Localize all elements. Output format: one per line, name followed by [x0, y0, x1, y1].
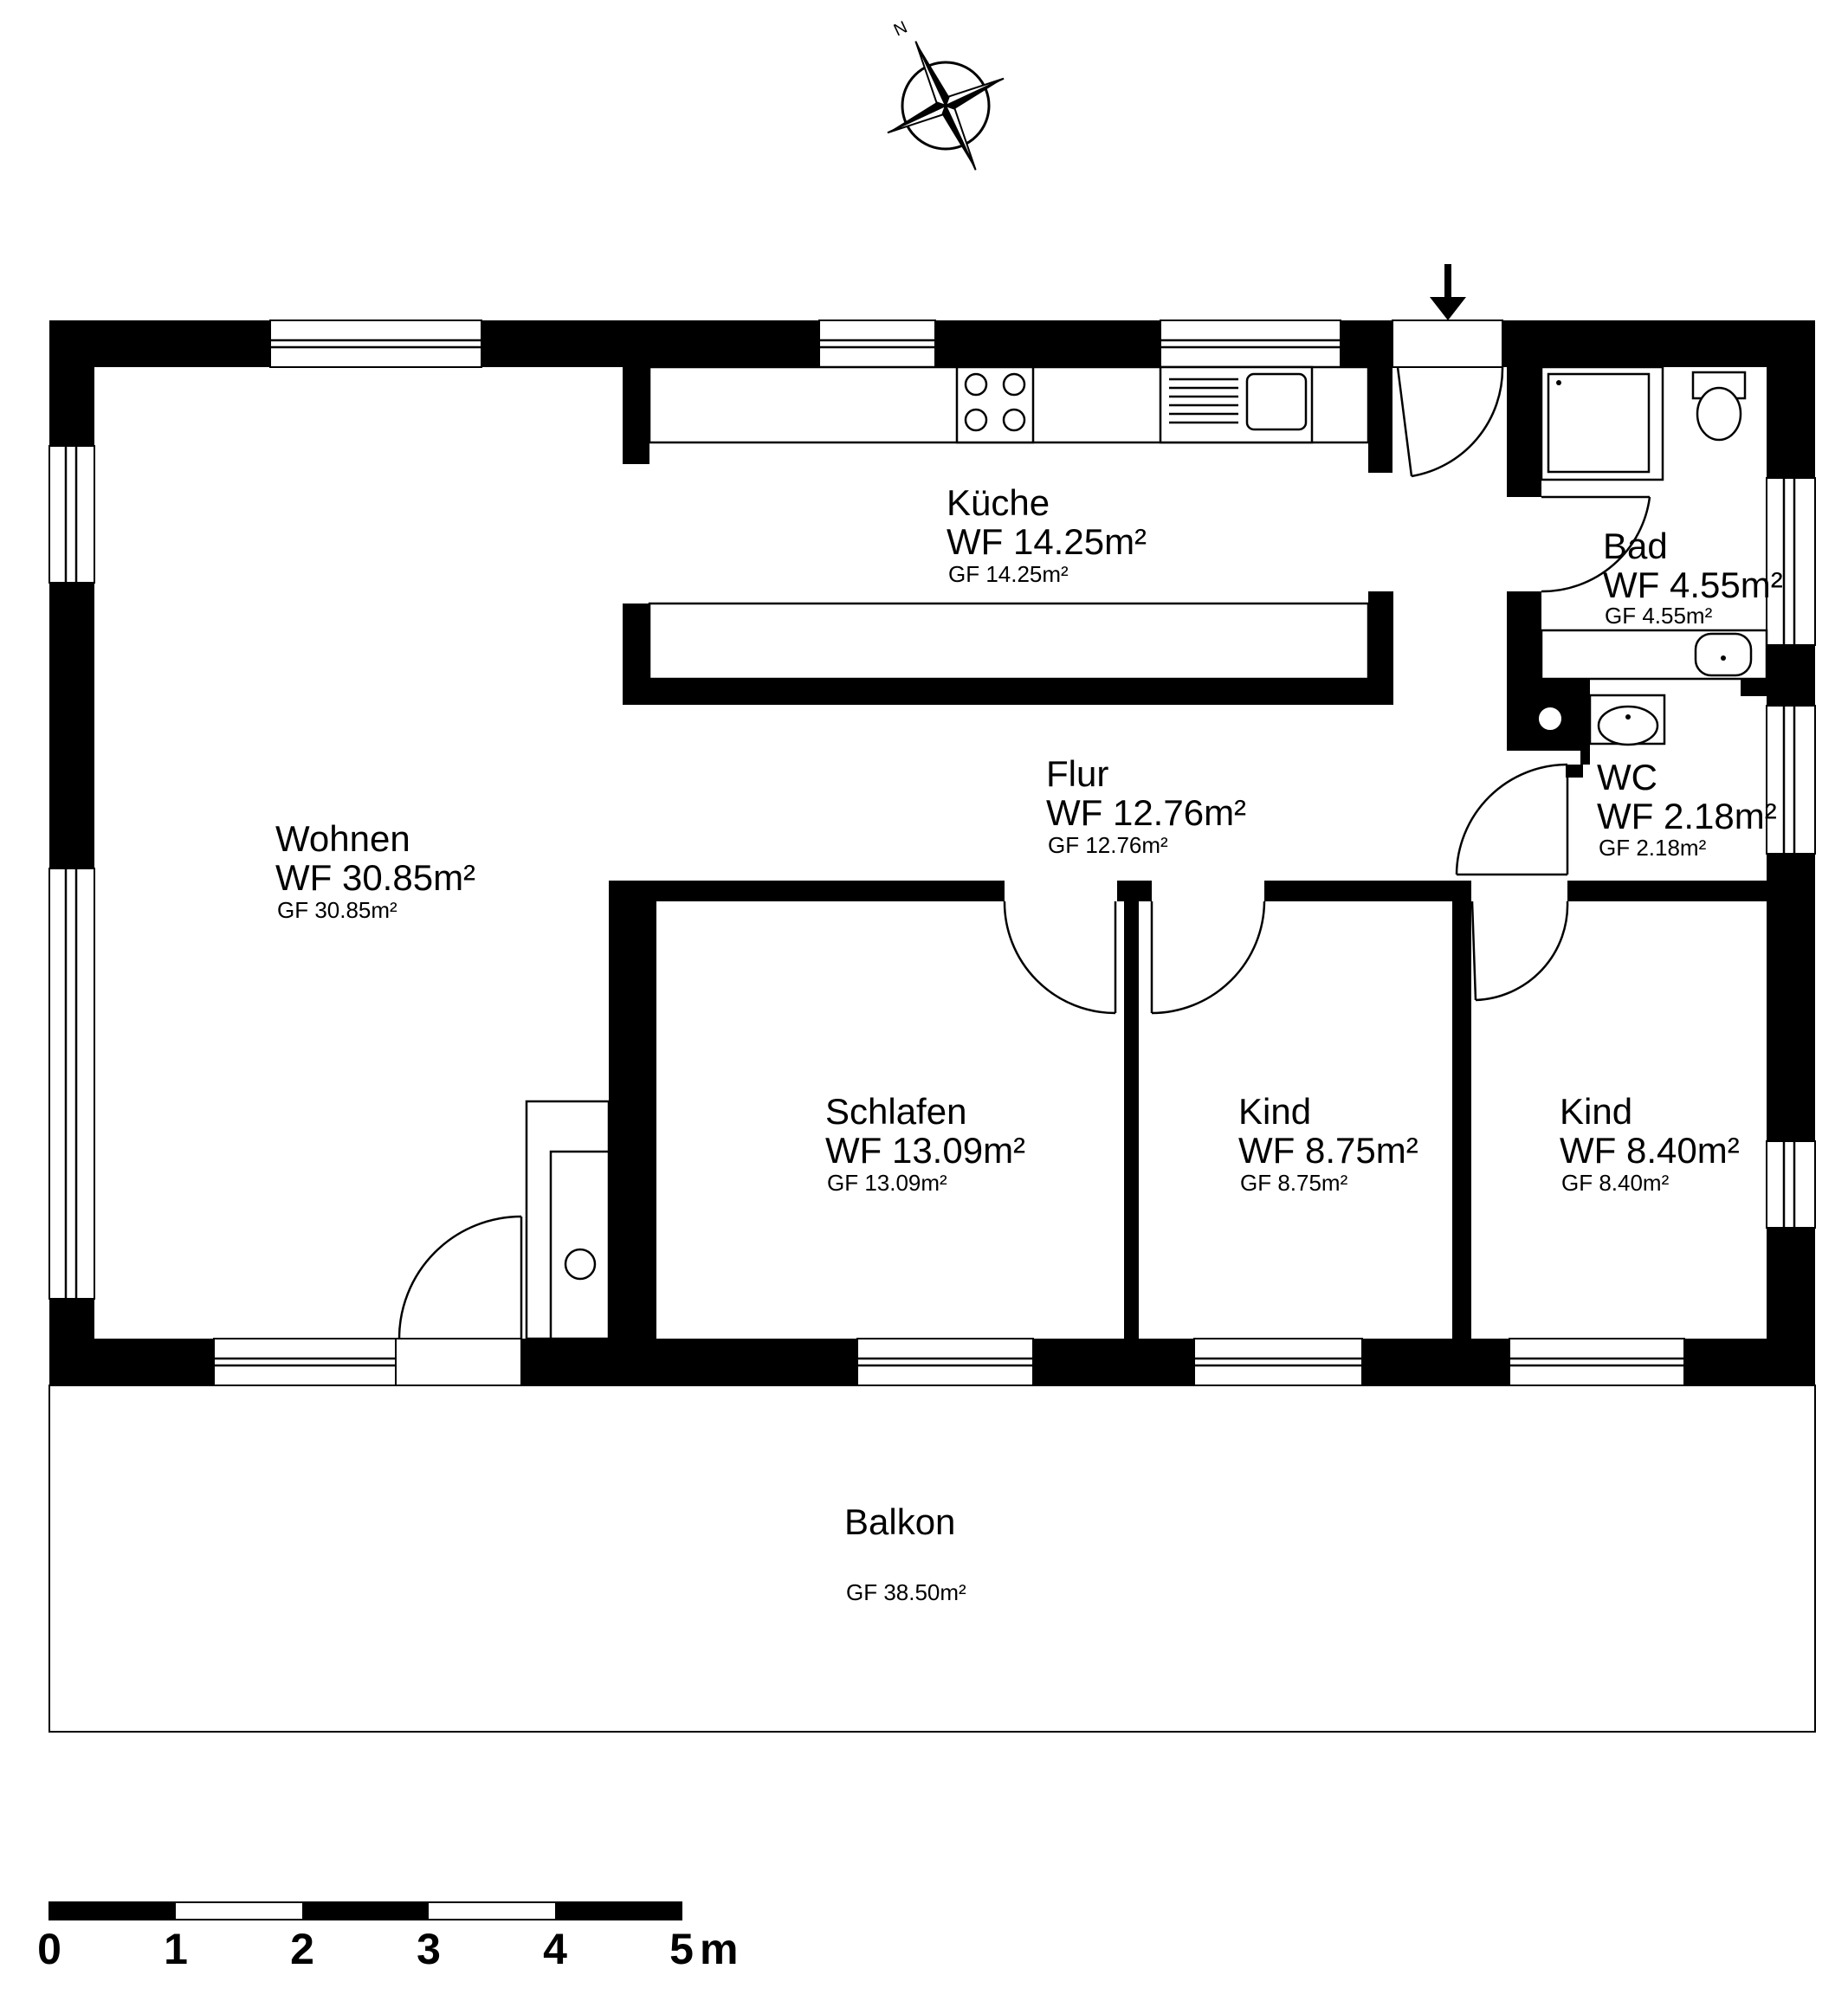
svg-text:WF 8.75m²: WF 8.75m²: [1238, 1130, 1418, 1171]
scale-bar: 0 1 2 3 4 5 m: [37, 1901, 738, 1973]
balcony-outline: [48, 1385, 1816, 1733]
svg-text:WF 12.76m²: WF 12.76m²: [1046, 792, 1246, 833]
compass-north-label: N: [891, 17, 910, 40]
kitchen-fixtures: [648, 365, 1370, 681]
room-label-schlafen: Schlafen WF 13.09m² GF 13.09m²: [825, 1091, 1025, 1196]
toilet-icon: [1691, 371, 1747, 442]
room-label-wc: WC WF 2.18m² GF 2.18m²: [1597, 757, 1777, 861]
svg-text:WF 2.18m²: WF 2.18m²: [1597, 796, 1777, 836]
svg-text:Küche: Küche: [947, 482, 1050, 523]
room-label-balkon: Balkon GF 38.50m²: [844, 1501, 966, 1605]
fireplace-icon: [525, 1100, 611, 1340]
svg-text:Schlafen: Schlafen: [825, 1091, 966, 1132]
room-doors: [1003, 900, 1569, 1015]
scale-label-1: 1: [164, 1925, 188, 1973]
scale-label-0: 0: [37, 1925, 61, 1973]
entrance-door: [1392, 320, 1504, 478]
svg-text:WF 13.09m²: WF 13.09m²: [825, 1130, 1025, 1171]
svg-text:GF 38.50m²: GF 38.50m²: [846, 1579, 966, 1605]
svg-text:GF 12.76m²: GF 12.76m²: [1048, 832, 1168, 858]
svg-text:Balkon: Balkon: [844, 1501, 955, 1542]
wc-fixtures: [1455, 694, 1666, 876]
svg-text:WF 4.55m²: WF 4.55m²: [1603, 565, 1783, 605]
entrance-arrow-icon: [1430, 264, 1466, 320]
stove-icon: [955, 365, 1035, 444]
room-label-flur: Flur WF 12.76m² GF 12.76m²: [1046, 753, 1246, 858]
svg-text:GF 8.75m²: GF 8.75m²: [1240, 1170, 1348, 1196]
scale-label-5: 5: [669, 1925, 694, 1973]
room-label-kueche: Küche WF 14.25m² GF 14.25m²: [947, 482, 1147, 587]
svg-text:WF 30.85m²: WF 30.85m²: [275, 857, 475, 898]
svg-text:GF 4.55m²: GF 4.55m²: [1605, 603, 1713, 629]
outer-walls: [49, 320, 1815, 1385]
svg-text:GF 13.09m²: GF 13.09m²: [827, 1170, 947, 1196]
svg-text:Bad: Bad: [1603, 526, 1668, 566]
windows: [48, 320, 1816, 1386]
svg-text:GF 8.40m²: GF 8.40m²: [1561, 1170, 1670, 1196]
room-label-wohnen: Wohnen WF 30.85m² GF 30.85m²: [275, 818, 475, 923]
svg-text:Flur: Flur: [1046, 753, 1108, 794]
scale-unit: m: [700, 1925, 738, 1973]
svg-text:GF 2.18m²: GF 2.18m²: [1599, 835, 1707, 861]
scale-label-3: 3: [417, 1925, 441, 1973]
svg-text:Wohnen: Wohnen: [275, 818, 410, 859]
svg-text:Kind: Kind: [1238, 1091, 1311, 1132]
room-label-kind-2: Kind WF 8.40m² GF 8.40m²: [1560, 1091, 1740, 1196]
compass-rose-icon: N: [887, 17, 1005, 171]
svg-text:Kind: Kind: [1560, 1091, 1632, 1132]
sink-icon: [1159, 365, 1314, 444]
balcony-door: [395, 1215, 523, 1386]
svg-text:GF 30.85m²: GF 30.85m²: [277, 897, 397, 923]
room-label-bad: Bad WF 4.55m² GF 4.55m²: [1603, 526, 1783, 629]
svg-text:WF 8.40m²: WF 8.40m²: [1560, 1130, 1740, 1171]
scale-label-2: 2: [290, 1925, 314, 1973]
room-label-kind-1: Kind WF 8.75m² GF 8.75m²: [1238, 1091, 1418, 1196]
washbasin-icon: [1540, 629, 1768, 681]
interior-walls: [609, 367, 1767, 1348]
svg-text:GF 14.25m²: GF 14.25m²: [948, 561, 1069, 587]
bathroom-fixtures: [1540, 365, 1768, 681]
scale-label-4: 4: [543, 1925, 567, 1973]
svg-text:WC: WC: [1597, 757, 1657, 797]
svg-text:WF 14.25m²: WF 14.25m²: [947, 521, 1147, 562]
